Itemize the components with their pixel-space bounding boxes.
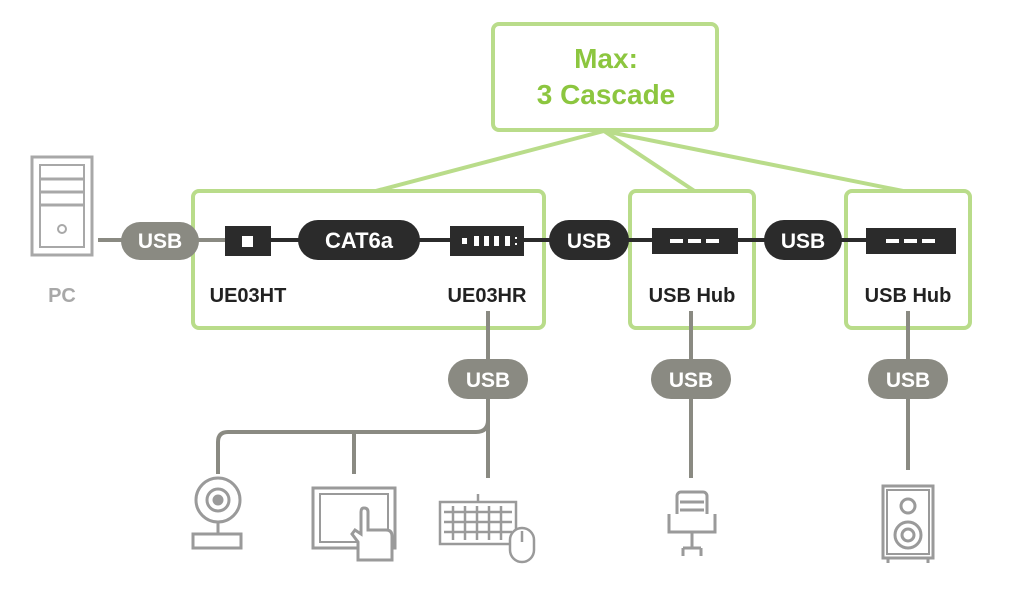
ue03hr-ports-icon — [462, 236, 517, 246]
usb-pill-hub1-down-label: USB — [669, 369, 713, 392]
usb-pill-hub2-link-label: USB — [781, 230, 825, 253]
ue03ht-label: UE03HT — [210, 285, 287, 307]
callout-line-2: 3 Cascade — [537, 79, 676, 110]
usb-hub-2-ports-icon — [886, 239, 935, 243]
usb-pill-pc-label: USB — [138, 230, 182, 253]
pc-tower-icon — [30, 155, 94, 257]
ue03hr-label: UE03HR — [448, 285, 527, 307]
usb-pill-hub2-down-label: USB — [886, 369, 930, 392]
usb-pill-receiver-down — [448, 359, 528, 399]
drop-lines — [216, 311, 910, 478]
max-cascade-callout — [491, 22, 719, 132]
webcam-icon — [191, 476, 243, 550]
callout-line-1: Max: — [574, 43, 638, 74]
usb-pill-hub2-down — [868, 359, 948, 399]
usb-pill-hub1-down — [651, 359, 731, 399]
callout-connectors — [371, 129, 909, 194]
usb-pill-pc — [121, 222, 199, 260]
keyboard-mouse-icon — [438, 494, 536, 564]
pc-label: PC — [48, 285, 76, 307]
speaker-icon — [881, 484, 935, 563]
usb-hub-1-label: USB Hub — [649, 285, 736, 307]
usb-pill-hub1-link — [549, 220, 629, 260]
cat6a-pill — [298, 220, 420, 260]
ue03ht-port-icon — [242, 236, 253, 247]
touchscreen-icon — [311, 486, 397, 562]
usb-pill-hub2-link — [764, 220, 842, 260]
usb-hub-1-box — [628, 189, 756, 330]
usb-hub-2-label: USB Hub — [865, 285, 952, 307]
cat6a-pill-label: CAT6a — [325, 228, 394, 253]
usb-hub-2-box — [844, 189, 972, 330]
microphone-icon — [667, 490, 717, 556]
usb-pill-hub1-link-label: USB — [567, 230, 611, 253]
usb-pill-receiver-down-label: USB — [466, 369, 510, 392]
usb-hub-1-ports-icon — [670, 239, 719, 243]
